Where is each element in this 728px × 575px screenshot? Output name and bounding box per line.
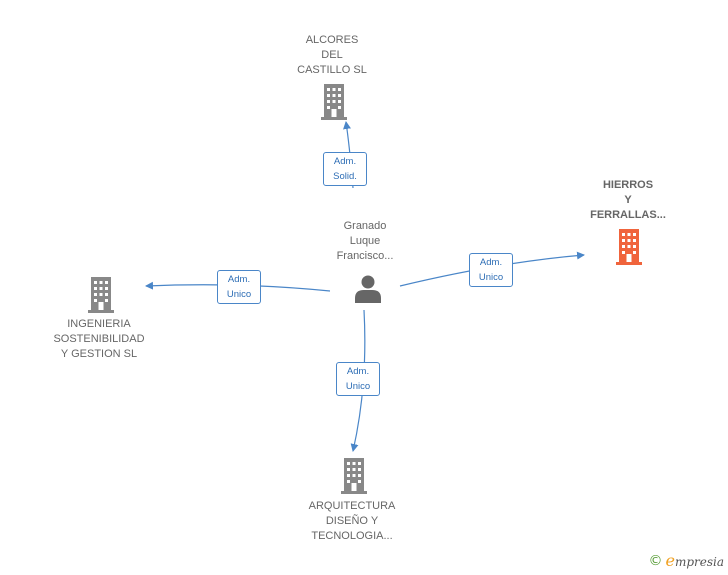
- company-label-alcores[interactable]: ALCORES DEL CASTILLO SL: [282, 33, 382, 78]
- relation-badge-alcores: Adm. Solid.: [323, 152, 367, 186]
- label-line: DISEÑO Y: [325, 515, 379, 527]
- label-line: FERRALLAS...: [590, 209, 666, 221]
- brand-footer[interactable]: © empresia: [648, 551, 724, 571]
- company-label-ingenieria[interactable]: INGENIERIA SOSTENIBILIDAD Y GESTION SL: [39, 317, 159, 362]
- person-icon: [355, 275, 381, 303]
- label-line: INGENIERIA: [67, 318, 131, 330]
- badge-line: Unico: [478, 272, 504, 283]
- label-line: Y GESTION SL: [60, 348, 138, 360]
- relation-badge-ingenieria: Adm. Unico: [217, 270, 261, 304]
- badge-line: Adm.: [479, 257, 503, 268]
- building-icon: [321, 84, 347, 120]
- label-line: Luque: [349, 235, 381, 247]
- badge-line: Solid.: [333, 171, 357, 182]
- badge-line: Unico: [226, 289, 252, 300]
- label-line: Granado: [343, 220, 387, 232]
- building-icon: [88, 277, 114, 313]
- label-line: DEL: [321, 49, 343, 61]
- company-label-hierros[interactable]: HIERROS Y FERRALLAS...: [578, 178, 678, 223]
- badge-line: Unico: [345, 381, 371, 392]
- label-line: ALCORES: [305, 34, 359, 46]
- building-icon: [616, 229, 642, 265]
- label-line: ARQUITECTURA: [308, 500, 396, 512]
- label-line: HIERROS: [602, 179, 654, 191]
- copyright-icon: ©: [648, 553, 663, 569]
- label-line: Francisco...: [336, 250, 394, 262]
- label-line: SOSTENIBILIDAD: [53, 333, 145, 345]
- person-label[interactable]: Granado Luque Francisco...: [315, 219, 415, 264]
- company-label-arquitectura[interactable]: ARQUITECTURA DISEÑO Y TECNOLOGIA...: [297, 499, 407, 544]
- building-icon: [341, 458, 367, 494]
- badge-line: Adm.: [227, 274, 251, 285]
- badge-line: Adm.: [346, 366, 370, 377]
- brand-initial: e: [665, 551, 675, 570]
- brand-logo: empresia: [665, 551, 724, 571]
- label-line: TECNOLOGIA...: [311, 530, 393, 542]
- relation-badge-hierros: Adm. Unico: [469, 253, 513, 287]
- label-line: CASTILLO SL: [297, 64, 367, 76]
- label-line: Y: [624, 194, 632, 206]
- brand-name: mpresia: [674, 555, 724, 569]
- relation-badge-arquitectura: Adm. Unico: [336, 362, 380, 396]
- badge-line: Adm.: [333, 156, 357, 167]
